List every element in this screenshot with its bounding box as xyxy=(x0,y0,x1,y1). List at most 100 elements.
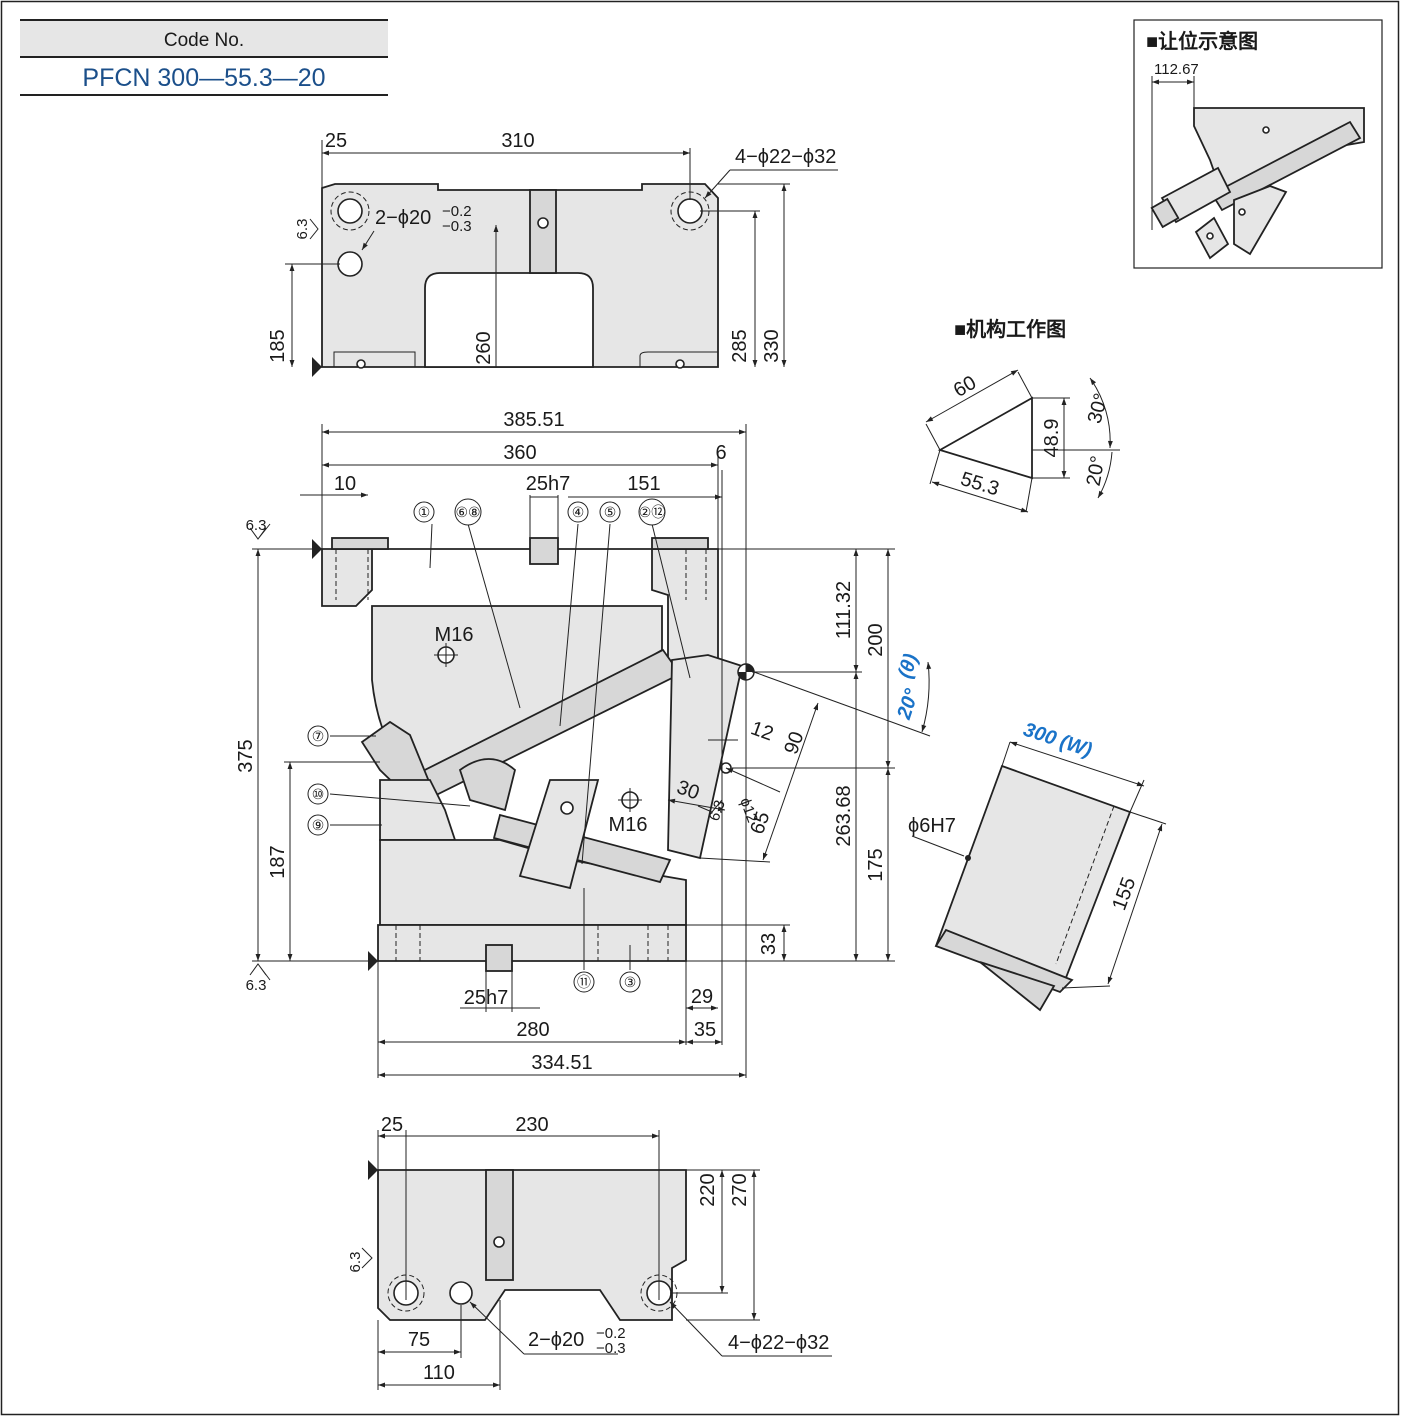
top-hole-callout: 4−ϕ22−ϕ32 xyxy=(735,146,836,168)
lower-block-9 xyxy=(379,779,457,841)
balloon-7: ⑦ xyxy=(312,728,325,744)
bottom-dim-75: 75 xyxy=(408,1329,430,1351)
balloon-1: ① xyxy=(418,504,431,520)
base-plate xyxy=(377,924,687,962)
balloon-2-12: ②⑫ xyxy=(639,504,666,520)
balloon-11: ⑪ xyxy=(577,974,591,990)
front-dim-29: 29 xyxy=(691,986,713,1008)
top-dim-25: 25 xyxy=(325,130,347,152)
front-dim-263: 263.68 xyxy=(833,785,855,846)
roller-10 xyxy=(458,758,517,812)
top-view-cutout xyxy=(424,272,594,368)
front-m16-lower: M16 xyxy=(609,814,648,836)
mechanism-dim-55: 55.3 xyxy=(958,468,1002,500)
front-roughness-bottom: 6.3 xyxy=(246,977,267,994)
balloon-10: ⑩ xyxy=(312,786,325,802)
front-dim-375: 375 xyxy=(235,739,257,772)
cam-width-symbol: (W) xyxy=(1057,731,1095,762)
front-dim-33: 33 xyxy=(758,933,780,955)
bottom-dowel-callout: 2−ϕ20 xyxy=(528,1329,584,1351)
lower-key xyxy=(485,944,513,972)
cam-driver-view: 300 (W) ϕ6H7 155 xyxy=(908,719,1167,1012)
top-dowel-tol-lower: −0.3 xyxy=(442,218,472,235)
front-dim-385: 385.51 xyxy=(503,409,564,431)
cam-width: 300 xyxy=(1021,719,1060,750)
mechanism-triangle xyxy=(937,396,1033,480)
pin-hole-icon xyxy=(965,855,971,861)
bottom-dim-110: 110 xyxy=(423,1362,455,1384)
upper-holder-top xyxy=(321,548,719,664)
top-dim-285: 285 xyxy=(729,329,751,362)
front-dim-334: 334.51 xyxy=(531,1052,592,1074)
balloon-4: ④ xyxy=(572,504,585,520)
top-roughness: 6.3 xyxy=(294,219,311,240)
top-dim-260: 260 xyxy=(473,331,495,364)
mechanism-diagram: ■机构工作图 60 48.9 55.3 30° 20° xyxy=(925,317,1120,513)
part-balloons: ① ⑥⑧ ④ ⑤ ②⑫ ⑦ ⑩ ⑨ ⑪ xyxy=(307,498,691,993)
front-dim-151: 151 xyxy=(627,473,660,495)
front-roughness-side: 6.3 xyxy=(706,798,729,823)
code-value: PFCN 300—55.3—20 xyxy=(82,64,325,92)
bottom-dowel-tol-lower: −0.3 xyxy=(596,1340,626,1357)
top-view-key xyxy=(529,189,557,274)
front-dim-90: 90 xyxy=(780,729,808,757)
cam-dim-155: 155 xyxy=(1108,875,1140,914)
top-dim-185: 185 xyxy=(267,329,289,362)
front-m16-upper: M16 xyxy=(435,624,474,646)
wear-plate-5 xyxy=(518,779,600,890)
bottom-view-key xyxy=(485,1169,514,1281)
front-dim-111: 111.32 xyxy=(833,581,855,639)
bottom-dim-230: 230 xyxy=(515,1114,548,1136)
upper-key xyxy=(529,537,559,565)
front-angle: 20° xyxy=(893,685,924,722)
front-key-top: 25h7 xyxy=(526,473,571,495)
top-dowel-callout: 2−ϕ20 xyxy=(375,207,431,229)
bottom-dim-220: 220 xyxy=(697,1173,719,1206)
front-dim-200: 200 xyxy=(865,623,887,656)
code-label: Code No. xyxy=(164,30,244,51)
front-dim-6: 6 xyxy=(715,442,726,464)
clearance-dim: 112.67 xyxy=(1154,61,1199,78)
bottom-dowel-hole xyxy=(449,1281,473,1305)
mechanism-dim-48: 48.9 xyxy=(1041,419,1063,458)
slider-guide xyxy=(667,654,744,860)
top-hole-1 xyxy=(337,198,363,224)
mechanism-dim-60: 60 xyxy=(950,372,980,402)
bottom-view: 25 230 220 270 6.3 75 110 2−ϕ20 −0.2 −0.… xyxy=(347,1114,832,1390)
front-dim-10: 10 xyxy=(334,473,356,495)
mechanism-angle-20: 20° xyxy=(1083,454,1110,488)
front-dim-175: 175 xyxy=(865,848,887,881)
bottom-view-plate xyxy=(377,1169,687,1321)
wear-plate-screw-icon xyxy=(560,801,574,815)
top-hole-2 xyxy=(677,198,703,224)
front-dim-187: 187 xyxy=(267,845,289,878)
balloon-6-8: ⑥⑧ xyxy=(455,504,480,520)
balloon-9: ⑨ xyxy=(312,817,325,833)
front-view: 385.51 360 6 10 25h7 151 375 187 6.3 6.3… xyxy=(235,409,932,1078)
bottom-dim-270: 270 xyxy=(729,1173,751,1206)
top-dowel-tol-upper: −0.2 xyxy=(442,203,472,220)
mechanism-title: ■机构工作图 xyxy=(954,317,1066,341)
top-view: 25 310 4−ϕ22−ϕ32 2−ϕ20 −0.2 −0.3 6.3 185… xyxy=(267,130,838,377)
front-dim-12: 12 xyxy=(748,717,776,745)
bottom-hole-callout: 4−ϕ22−ϕ32 xyxy=(728,1332,829,1354)
top-dowel-hole xyxy=(337,251,363,277)
front-key-bottom: 25h7 xyxy=(464,987,509,1009)
balloon-3: ③ xyxy=(624,974,637,990)
front-dim-280: 280 xyxy=(516,1019,549,1041)
top-hole-1-cbore xyxy=(330,191,370,231)
top-key-screw-icon xyxy=(537,217,549,229)
bottom-dowel-tol-upper: −0.2 xyxy=(596,1325,626,1342)
top-dim-330: 330 xyxy=(761,329,783,362)
bottom-dim-25: 25 xyxy=(381,1114,403,1136)
code-number-box: Code No. PFCN 300—55.3—20 xyxy=(20,19,388,96)
front-dim-360: 360 xyxy=(503,442,536,464)
bottom-roughness: 6.3 xyxy=(347,1252,364,1273)
cam-pin-hole: ϕ6H7 xyxy=(908,815,956,837)
top-dim-310: 310 xyxy=(501,130,534,152)
front-roughness-top: 6.3 xyxy=(246,517,267,534)
front-dim-35: 35 xyxy=(694,1019,716,1041)
